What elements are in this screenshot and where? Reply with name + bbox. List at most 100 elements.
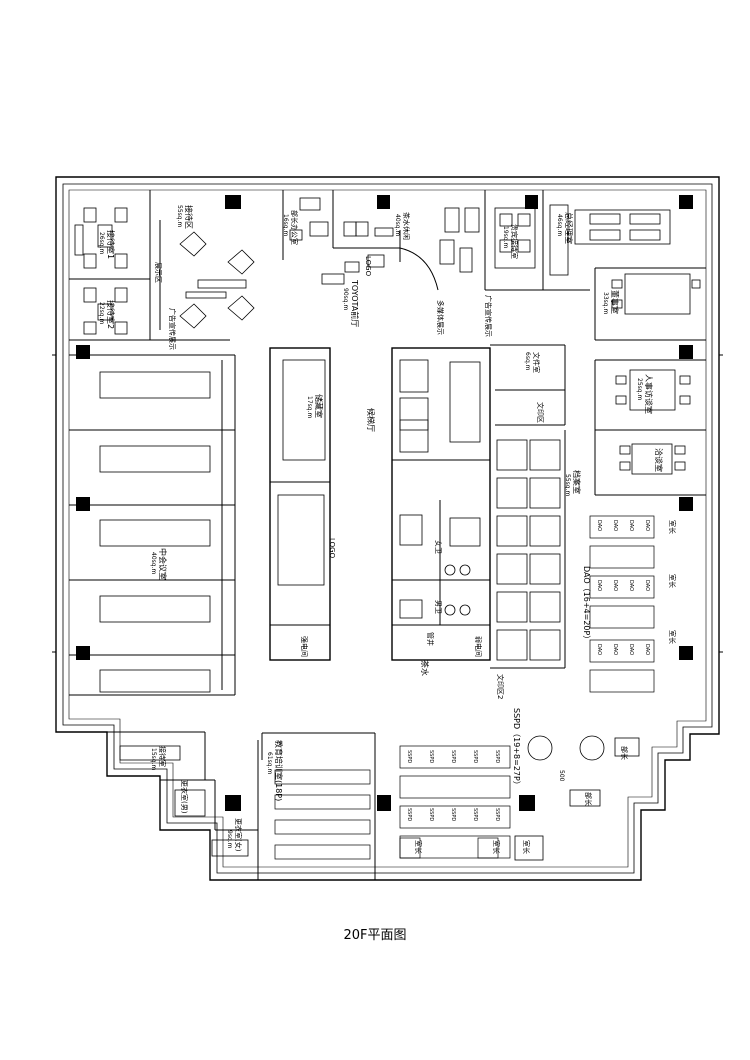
core-fixtures: [277, 359, 481, 619]
label-section-chief-1: 室长: [668, 520, 677, 534]
room-area-big-meeting: 40sq.m: [150, 552, 157, 574]
room-label-electric-room: 强电间: [300, 636, 309, 657]
room-label-tea-water: 茶水: [420, 660, 430, 676]
room-area-director-office: 33sq.m: [602, 292, 609, 314]
label-section-chief-3: 室长: [668, 630, 677, 644]
reception-furniture: [74, 207, 255, 335]
room-label-storage: 储藏室: [314, 394, 324, 418]
desk-label: DAO: [628, 580, 634, 591]
room-area-toyota-hall: 90sq.m: [342, 288, 349, 310]
room-area-meeting-small: 15sq.m: [150, 748, 157, 770]
room-label-vip-meeting: 贵宾接待室: [510, 224, 519, 259]
room-labels: 接待区 55sq.m 接待室1 26sq.m 接待室2 22sq.m 展示区 广…: [98, 205, 677, 854]
room-area-meeting1: 26sq.m: [98, 232, 105, 254]
room-label-boss-office: 部长办公室: [290, 210, 299, 245]
desk-label: SSPD: [406, 808, 412, 821]
desk-label: SSPD: [428, 750, 434, 763]
logo-label-top: LOGO: [364, 256, 372, 277]
desk-label: SSPD: [472, 808, 478, 821]
label-round-table: 500: [558, 770, 565, 782]
room-label-exhibit: 展示区: [154, 262, 162, 283]
column: [76, 646, 90, 660]
desk-label: DAO: [628, 520, 634, 531]
sspd-desk-labels: SSPD SSPD SSPD SSPD SSPD SSPD SSPD SSPD …: [406, 750, 500, 821]
training-tables: [274, 769, 371, 860]
column: [377, 795, 391, 811]
room-label-toyota-hall: TOYOTA前厅: [350, 279, 360, 327]
room-label-changing-m: 更衣室(男): [180, 780, 189, 814]
room-area-gm-office: 46sq.m: [556, 214, 563, 236]
desk-label: DAO: [644, 644, 650, 655]
column: [679, 195, 693, 209]
column: [225, 195, 241, 209]
label-section-chief-5: 室长: [492, 840, 501, 854]
column: [525, 195, 538, 209]
archive-shelves: [496, 439, 561, 661]
meeting-room-tables: [99, 371, 211, 693]
room-label-changing-f: 更衣室(女): [234, 818, 243, 852]
desk-label: SSPD: [494, 808, 500, 821]
desk-label: DAO: [612, 520, 618, 531]
room-area-storage: 17sq.m: [306, 396, 313, 418]
room-label-ad-exhibit-2: 广告宣传展示: [484, 295, 493, 337]
desk-label: SSPD: [406, 750, 412, 763]
room-label-ad-exhibit: 广告宣传展示: [168, 308, 177, 350]
room-label-male-wc: 男卫: [434, 600, 442, 614]
column: [76, 497, 90, 511]
team-label-dao: DAO（16+4=20P）: [582, 566, 591, 643]
desk-label: DAO: [596, 520, 602, 531]
column: [679, 646, 693, 660]
desk-label: SSPD: [450, 750, 456, 763]
column: [679, 497, 693, 511]
desk-label: DAO: [612, 580, 618, 591]
room-area-hr-meeting: 25sq.m: [636, 378, 643, 400]
column: [519, 795, 535, 811]
room-label-print2: 文印区2: [496, 674, 505, 699]
room-label-tea-lounge: 茶水休闲: [402, 212, 411, 240]
dao-workstations: [589, 515, 655, 693]
column: [679, 345, 693, 359]
structural-columns: [76, 195, 693, 811]
room-label-director-office: 董事室: [610, 290, 620, 314]
plan-caption: 20F平面图: [343, 928, 407, 943]
building-outline: [52, 176, 723, 881]
room-label-fire-room: 管井: [426, 632, 435, 646]
desk-label: DAO: [644, 580, 650, 591]
column: [225, 795, 241, 811]
column: [377, 195, 390, 209]
room-label-reception: 接待区: [184, 205, 194, 229]
label-section-chief-2: 室长: [668, 574, 677, 588]
room-label-negotiation: 洽谈室: [654, 448, 664, 472]
room-label-elevator-hall: 候梯厅: [366, 408, 376, 432]
interior-walls: [69, 190, 706, 880]
room-label-weak-room: 弱电间: [474, 636, 483, 657]
room-label-meeting1: 接待室1: [106, 230, 116, 259]
label-section-chief-6: 室长: [522, 840, 531, 854]
room-label-print1: 文印区: [536, 402, 545, 423]
room-label-multimedia: 多媒体展示: [436, 300, 445, 335]
label-manager-1: 部长: [620, 746, 629, 760]
column: [76, 345, 90, 359]
desk-label: DAO: [612, 644, 618, 655]
sspd-workstations: [399, 745, 511, 859]
room-label-meeting-small: 接待室: [158, 746, 167, 767]
room-area-meeting2: 22sq.m: [98, 302, 105, 324]
room-area-boss-office: 16sq.m: [282, 214, 289, 236]
room-label-training: 教育培训室(18P): [274, 740, 284, 801]
desk-label: DAO: [596, 644, 602, 655]
room-label-hr-meeting: 人事访谈室: [644, 374, 654, 414]
desk-label: SSPD: [494, 750, 500, 763]
desk-label: SSPD: [472, 750, 478, 763]
desk-label: SSPD: [450, 808, 456, 821]
room-label-file-room: 文件室: [532, 352, 541, 373]
logo-label-mid: LOGO: [328, 538, 336, 559]
dao-desk-labels: DAO DAO DAO DAO DAO DAO DAO DAO DAO DAO …: [596, 520, 650, 655]
room-label-big-meeting: 中会议室: [158, 548, 168, 580]
room-label-meeting2: 接待室2: [106, 300, 116, 329]
room-area-training: 61sq.m: [266, 752, 273, 774]
room-label-gm-office: 总经理室: [564, 212, 574, 244]
room-label-female-wc: 女卫: [434, 540, 443, 554]
desk-label: DAO: [644, 520, 650, 531]
room-area-vip-meeting: 19sq.m: [502, 226, 509, 248]
